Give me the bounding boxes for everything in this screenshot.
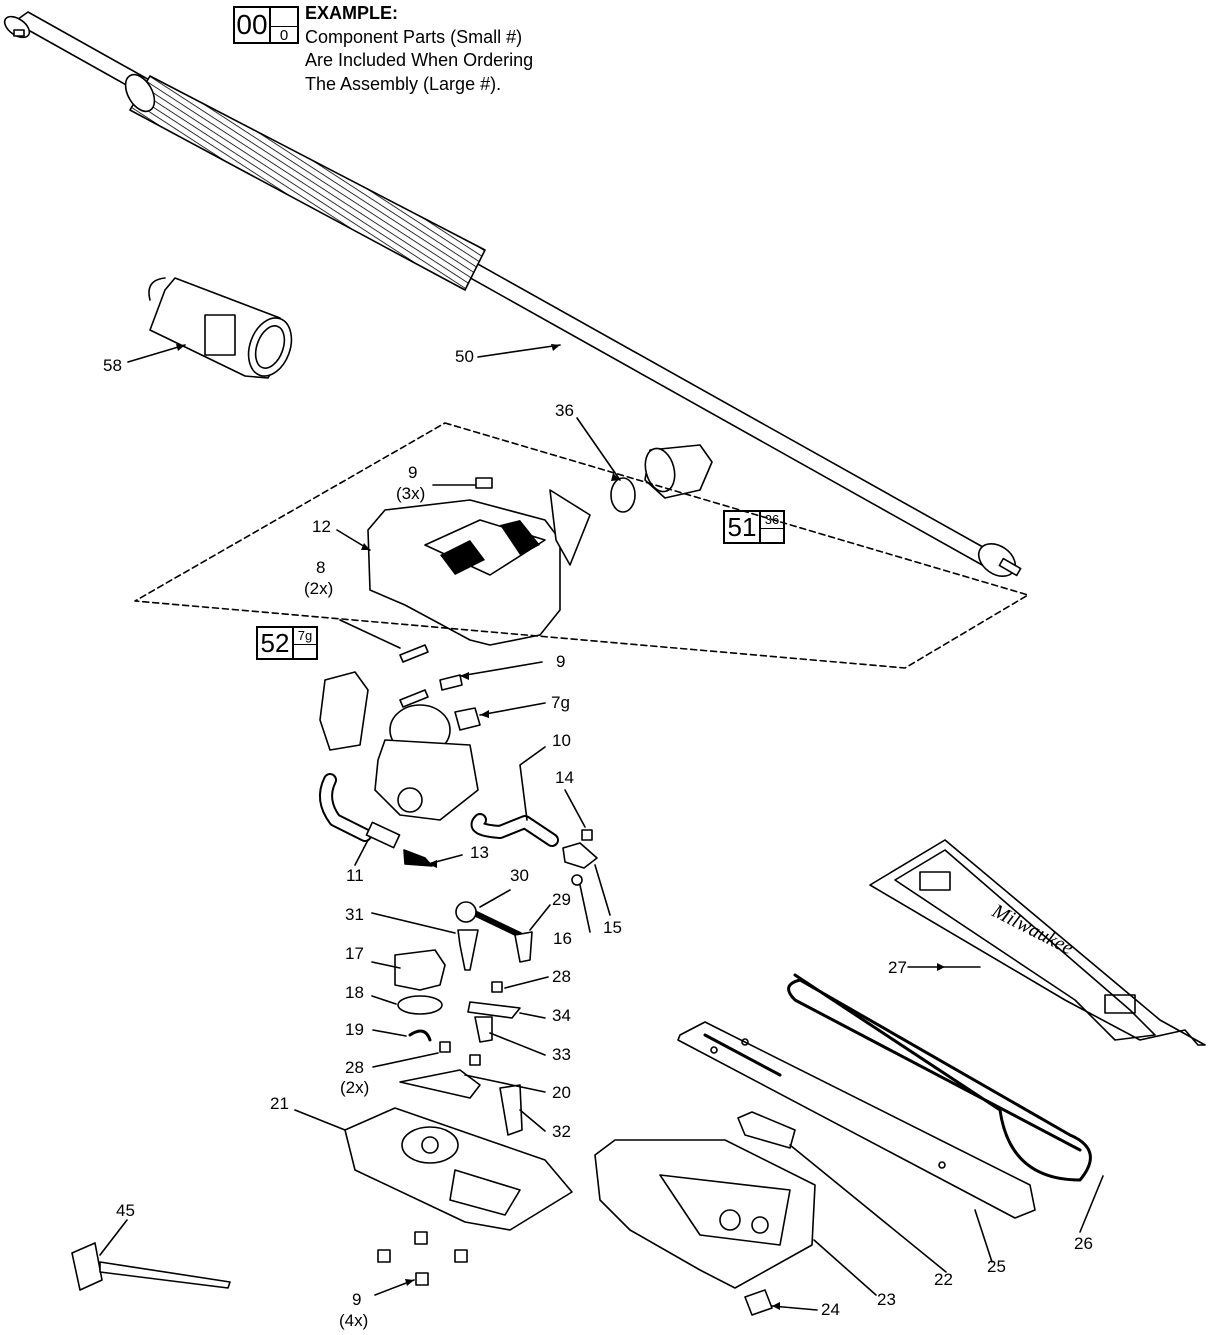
part-label-11: 11 xyxy=(346,866,364,885)
guide-pin xyxy=(474,1016,493,1043)
chain-cover xyxy=(594,1139,816,1289)
bar-scabbard: Milwaukee xyxy=(869,839,1206,1046)
washer-16 xyxy=(571,874,583,886)
part-label-16: 16 xyxy=(553,929,572,948)
part-label-24: 24 xyxy=(821,1300,840,1319)
bar-pad xyxy=(737,1111,796,1149)
coupler-sleeve xyxy=(148,277,293,379)
assembly-components-51: 36 xyxy=(759,510,785,544)
part-label-12: 12 xyxy=(312,517,331,536)
part-label-9-bottom: 9 xyxy=(352,1290,362,1309)
part-label-14: 14 xyxy=(555,768,574,787)
part-label-9-bottom-qty: (4x) xyxy=(339,1311,369,1330)
part-label-28-top: 28 xyxy=(552,967,571,986)
part-label-28-bottom: 28 xyxy=(345,1058,364,1077)
legend-example-box: 00 0 xyxy=(233,6,299,44)
bar-bolt xyxy=(499,1084,523,1136)
part-label-9-mid: 9 xyxy=(556,652,566,671)
scrench-tool xyxy=(71,1242,231,1291)
part-label-9-top-qty: (3x) xyxy=(396,484,426,503)
part-label-32: 32 xyxy=(552,1122,571,1141)
leader-arrowheads xyxy=(176,344,945,1310)
elbow-fitting xyxy=(562,842,598,869)
pole-grip-end xyxy=(124,73,156,113)
part-label-15: 15 xyxy=(603,918,622,937)
legend-component-number: 0 xyxy=(279,27,289,44)
legend-text: EXAMPLE: Component Parts (Small #) Are I… xyxy=(305,2,533,96)
pole-grip-knurled xyxy=(129,75,486,291)
end-fitting xyxy=(610,444,713,513)
assembly-components-52: 7g xyxy=(292,626,318,660)
part-label-17: 17 xyxy=(345,944,364,963)
part-label-7g: 7g xyxy=(551,693,570,712)
base-plate xyxy=(399,1069,481,1099)
leader-lines xyxy=(99,344,1104,1311)
mount-bracket xyxy=(549,489,591,566)
part-label-21: 21 xyxy=(270,1094,289,1113)
part-label-50: 50 xyxy=(455,347,474,366)
part-label-8: 8 xyxy=(316,558,326,577)
legend-assembly-number: 00 xyxy=(233,6,271,44)
legend-line-1: Component Parts (Small #) xyxy=(305,26,523,47)
legend-line-2: Are Included When Ordering xyxy=(305,50,534,70)
tension-plate xyxy=(467,1001,521,1019)
part-label-45: 45 xyxy=(116,1201,135,1220)
assembly-number-51: 51 xyxy=(723,510,761,544)
saw-chain xyxy=(787,973,1092,1182)
part-label-30: 30 xyxy=(510,866,529,885)
drive-gear xyxy=(457,929,479,971)
part-label-23: 23 xyxy=(877,1290,896,1309)
assembly-box-52: 52 7g xyxy=(256,626,318,660)
part-label-18: 18 xyxy=(345,983,364,1002)
washer-18 xyxy=(397,995,443,1015)
part-label-28-bottom-qty: (2x) xyxy=(340,1078,370,1097)
legend-line-3: The Assembly (Large #). xyxy=(305,73,502,94)
part-label-34: 34 xyxy=(552,1006,571,1025)
part-label-29: 29 xyxy=(552,890,571,909)
worm-gear xyxy=(455,901,477,923)
part-label-27: 27 xyxy=(888,958,907,977)
base-housing xyxy=(344,1107,573,1231)
motor-assembly xyxy=(319,671,481,821)
part-label-25: 25 xyxy=(987,1257,1006,1276)
part-label-36: 36 xyxy=(555,401,574,420)
legend-heading: EXAMPLE: xyxy=(305,3,399,23)
part-label-13: 13 xyxy=(470,843,489,862)
retaining-clip xyxy=(408,1029,432,1042)
part-label-20: 20 xyxy=(552,1083,571,1102)
part-label-8-qty: (2x) xyxy=(304,579,334,598)
part-label-9-top: 9 xyxy=(408,463,418,482)
hose-connector xyxy=(365,821,401,849)
assembly-component-7g: 7g xyxy=(294,628,316,645)
guide-bar xyxy=(677,1021,1036,1219)
legend-component-box: 0 xyxy=(269,6,299,44)
pump-plunger xyxy=(514,931,533,963)
part-label-26: 26 xyxy=(1074,1234,1093,1253)
part-label-22: 22 xyxy=(934,1270,953,1289)
part-label-10: 10 xyxy=(552,731,571,750)
assembly-component-36: 36 xyxy=(761,512,783,529)
part-label-58: 58 xyxy=(103,356,122,375)
screw-group xyxy=(377,477,593,1286)
assembly-outline xyxy=(134,422,1029,669)
part-label-19: 19 xyxy=(345,1020,364,1039)
bar-nut xyxy=(744,1289,773,1316)
assembly-box-51: 51 36 xyxy=(723,510,785,544)
filter-screen xyxy=(403,849,433,867)
sprocket xyxy=(394,949,446,991)
cover-housing xyxy=(367,499,561,646)
assembly-number-52: 52 xyxy=(256,626,294,660)
part-label-31: 31 xyxy=(345,905,364,924)
part-label-33: 33 xyxy=(552,1045,571,1064)
worm-shaft xyxy=(465,907,523,938)
